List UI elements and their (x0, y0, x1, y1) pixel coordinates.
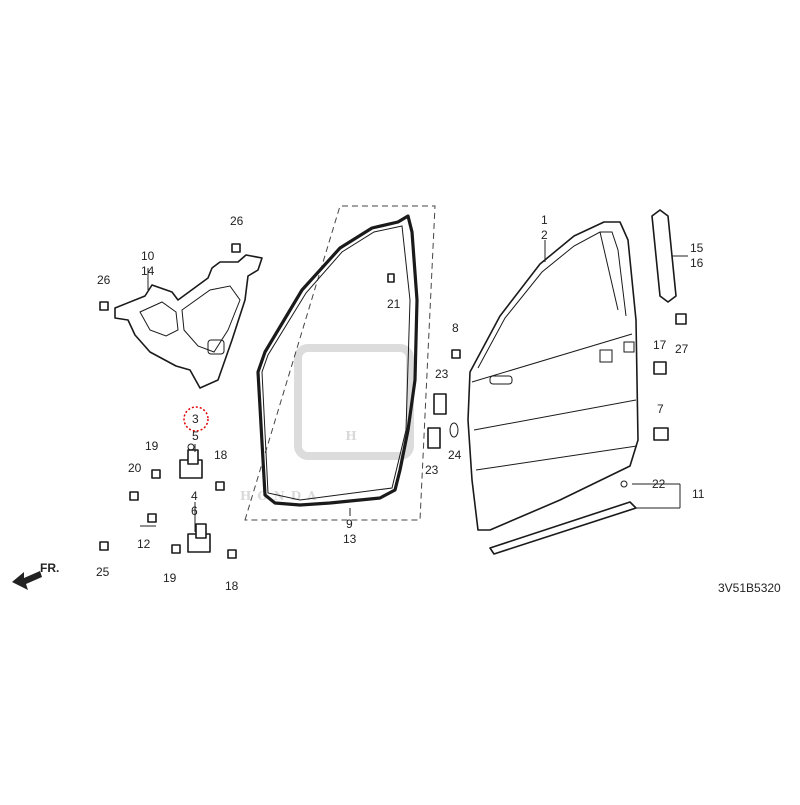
callout-15[interactable]: 15 (690, 241, 704, 255)
lower-hinge-part[interactable] (187, 523, 211, 553)
callout-27[interactable]: 27 (675, 342, 689, 356)
callout-labels: 1 2 3 4 5 6 7 8 9 10 11 12 13 14 15 16 1… (96, 213, 705, 593)
callout-18-lower[interactable]: 18 (225, 579, 239, 593)
callout-24[interactable]: 24 (448, 448, 462, 462)
callout-23-upper[interactable]: 23 (435, 367, 449, 381)
leader-lines (140, 240, 688, 532)
callout-20[interactable]: 20 (128, 461, 142, 475)
callout-26-left[interactable]: 26 (97, 273, 111, 287)
callout-16[interactable]: 16 (690, 256, 704, 270)
callout-19-upper[interactable]: 19 (145, 439, 159, 453)
callout-10[interactable]: 10 (141, 249, 155, 263)
fr-label: FR. (40, 561, 59, 575)
callout-18-upper[interactable]: 18 (214, 448, 228, 462)
callout-23-lower[interactable]: 23 (425, 463, 439, 477)
upper-hinge-part[interactable] (179, 443, 203, 479)
highlighted-callout-ring (183, 406, 209, 432)
weatherstrip-part[interactable] (244, 205, 436, 521)
callout-11[interactable]: 11 (692, 487, 705, 501)
callout-22[interactable]: 22 (652, 477, 666, 491)
bolt-icon (99, 243, 687, 559)
callout-8[interactable]: 8 (452, 321, 459, 335)
fender-shield-part[interactable] (114, 254, 263, 389)
callout-1[interactable]: 1 (541, 213, 548, 227)
front-door-part[interactable] (467, 221, 639, 531)
callout-26-top[interactable]: 26 (230, 214, 244, 228)
pillar-garnish-part[interactable] (651, 209, 677, 303)
callout-14[interactable]: 14 (141, 264, 155, 278)
callout-12[interactable]: 12 (137, 537, 151, 551)
callout-25[interactable]: 25 (96, 565, 110, 579)
front-direction-arrow-icon: FR. (12, 561, 59, 590)
callout-7[interactable]: 7 (657, 402, 664, 416)
callout-13[interactable]: 13 (343, 532, 357, 546)
callout-6[interactable]: 6 (191, 504, 198, 518)
callout-17[interactable]: 17 (653, 338, 667, 352)
callout-19-lower[interactable]: 19 (163, 571, 177, 585)
callout-2[interactable]: 2 (541, 228, 548, 242)
callout-4[interactable]: 4 (191, 489, 198, 503)
callout-3[interactable]: 3 (192, 412, 199, 426)
watermark-logo: H (345, 429, 362, 443)
diagram-code: 3V51B5320 (718, 581, 781, 595)
callout-5[interactable]: 5 (192, 429, 199, 443)
callout-9[interactable]: 9 (346, 517, 353, 531)
callout-21[interactable]: 21 (387, 297, 401, 311)
